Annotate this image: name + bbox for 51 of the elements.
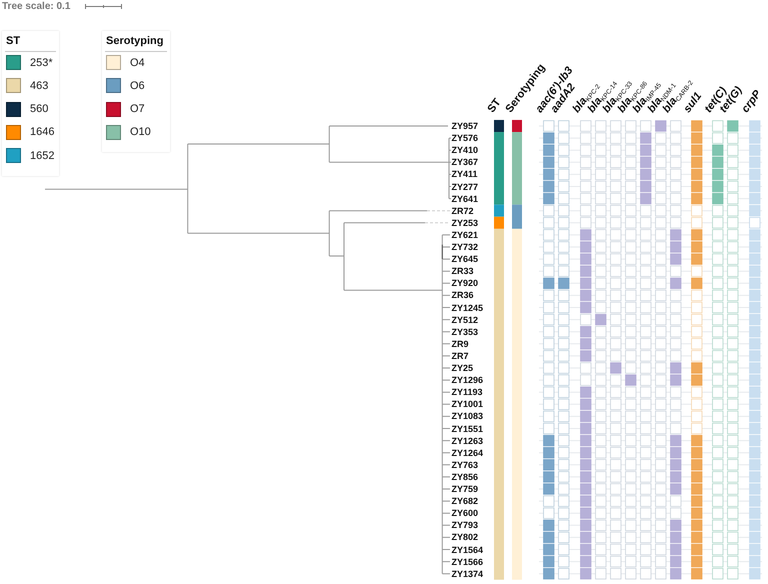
taxon-label: ZY682 [452, 496, 478, 506]
taxon-label: ZY277 [452, 182, 478, 192]
taxon-label: ZY1263 [452, 436, 484, 446]
taxon-label: ZY253 [452, 218, 478, 228]
taxon-label: ZR36 [452, 290, 474, 300]
legend-label: O7 [130, 103, 145, 116]
legend-label: 1646 [30, 126, 54, 140]
legend-label: 560 [30, 103, 48, 116]
legend-label: O10 [130, 126, 151, 140]
taxon-label: ZY802 [452, 532, 478, 542]
taxon-label: ZY1001 [452, 399, 484, 410]
taxon-label: ZR9 [452, 338, 469, 349]
taxon-label: ZY1193 [452, 387, 483, 398]
legend-label: 253* [30, 56, 53, 70]
taxon-label: ZY641 [452, 194, 478, 204]
taxon-label: ZR72 [452, 206, 474, 216]
taxon-label: ZY759 [452, 484, 478, 494]
taxon-label: ZY25 [452, 363, 474, 373]
taxon-label: ZY645 [452, 254, 478, 264]
taxon-label: ZY367 [452, 157, 478, 168]
taxon-label: ZY732 [452, 242, 478, 252]
legend-label: O6 [130, 80, 145, 93]
taxon-label: ZY856 [452, 472, 478, 482]
taxon-label: ZY600 [452, 508, 478, 518]
taxon-label: ZY793 [452, 520, 478, 530]
taxon-label: ZY512 [452, 314, 478, 325]
legend-label: 1652 [30, 150, 54, 163]
taxon-label: ZR33 [452, 266, 474, 276]
taxon-label: ZR7 [452, 350, 469, 361]
legend-label: O4 [130, 56, 145, 70]
taxon-label: ZY410 [452, 145, 478, 156]
taxon-label: ZY1374 [452, 568, 484, 579]
taxon-label: ZY920 [452, 278, 478, 288]
taxon-label: ZY576 [452, 133, 478, 144]
taxon-label: ZY1083 [452, 411, 484, 422]
taxon-label: ZY1551 [452, 424, 484, 434]
scale-label: Tree scale: 0.1 [2, 1, 70, 13]
legend-title: Serotyping [106, 35, 164, 48]
legend-title: ST [6, 35, 20, 48]
taxon-label: ZY957 [452, 121, 478, 131]
taxon-label: ZY1564 [452, 544, 484, 554]
legend-label: 463 [30, 80, 48, 93]
column-header: ST [485, 96, 504, 115]
taxon-label: ZY1245 [452, 302, 484, 312]
taxon-label: ZY1264 [452, 448, 484, 458]
taxon-label: ZY411 [452, 169, 478, 180]
taxon-label: ZY1296 [452, 375, 484, 386]
taxon-label: ZY353 [452, 326, 478, 337]
taxon-label: ZY763 [452, 460, 478, 470]
taxon-label: ZY621 [452, 230, 478, 240]
taxon-label: ZY1566 [452, 556, 484, 567]
